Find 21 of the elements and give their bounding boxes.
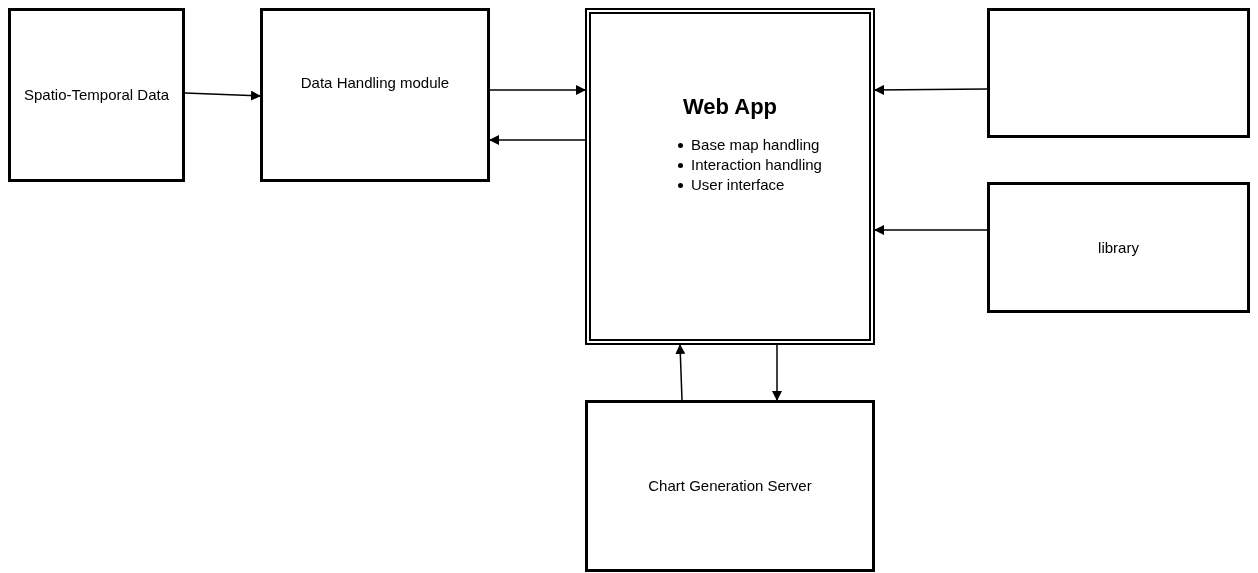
process-box xyxy=(260,8,490,182)
box-label: Chart Generation Server xyxy=(647,476,813,496)
arrow xyxy=(772,344,782,401)
arrow xyxy=(489,135,586,145)
process-box xyxy=(8,8,185,182)
arrow xyxy=(874,84,988,95)
box-title: Web App xyxy=(682,93,778,121)
empty-box xyxy=(987,8,1250,138)
process-box xyxy=(585,400,875,572)
arrow xyxy=(489,85,586,95)
arrow xyxy=(184,90,261,101)
box-label: library xyxy=(1097,237,1140,258)
box-label: Spatio-Temporal Data xyxy=(22,85,171,105)
arrow xyxy=(874,225,988,235)
web-app-box xyxy=(585,8,875,345)
bullet-item: User interface xyxy=(691,175,785,195)
box-label: Data Handling module xyxy=(299,73,451,93)
bullet-item: Interaction handling xyxy=(691,155,822,175)
bullet-item: Base map handling xyxy=(691,135,820,155)
arrow xyxy=(675,344,686,401)
process-box xyxy=(987,182,1250,313)
